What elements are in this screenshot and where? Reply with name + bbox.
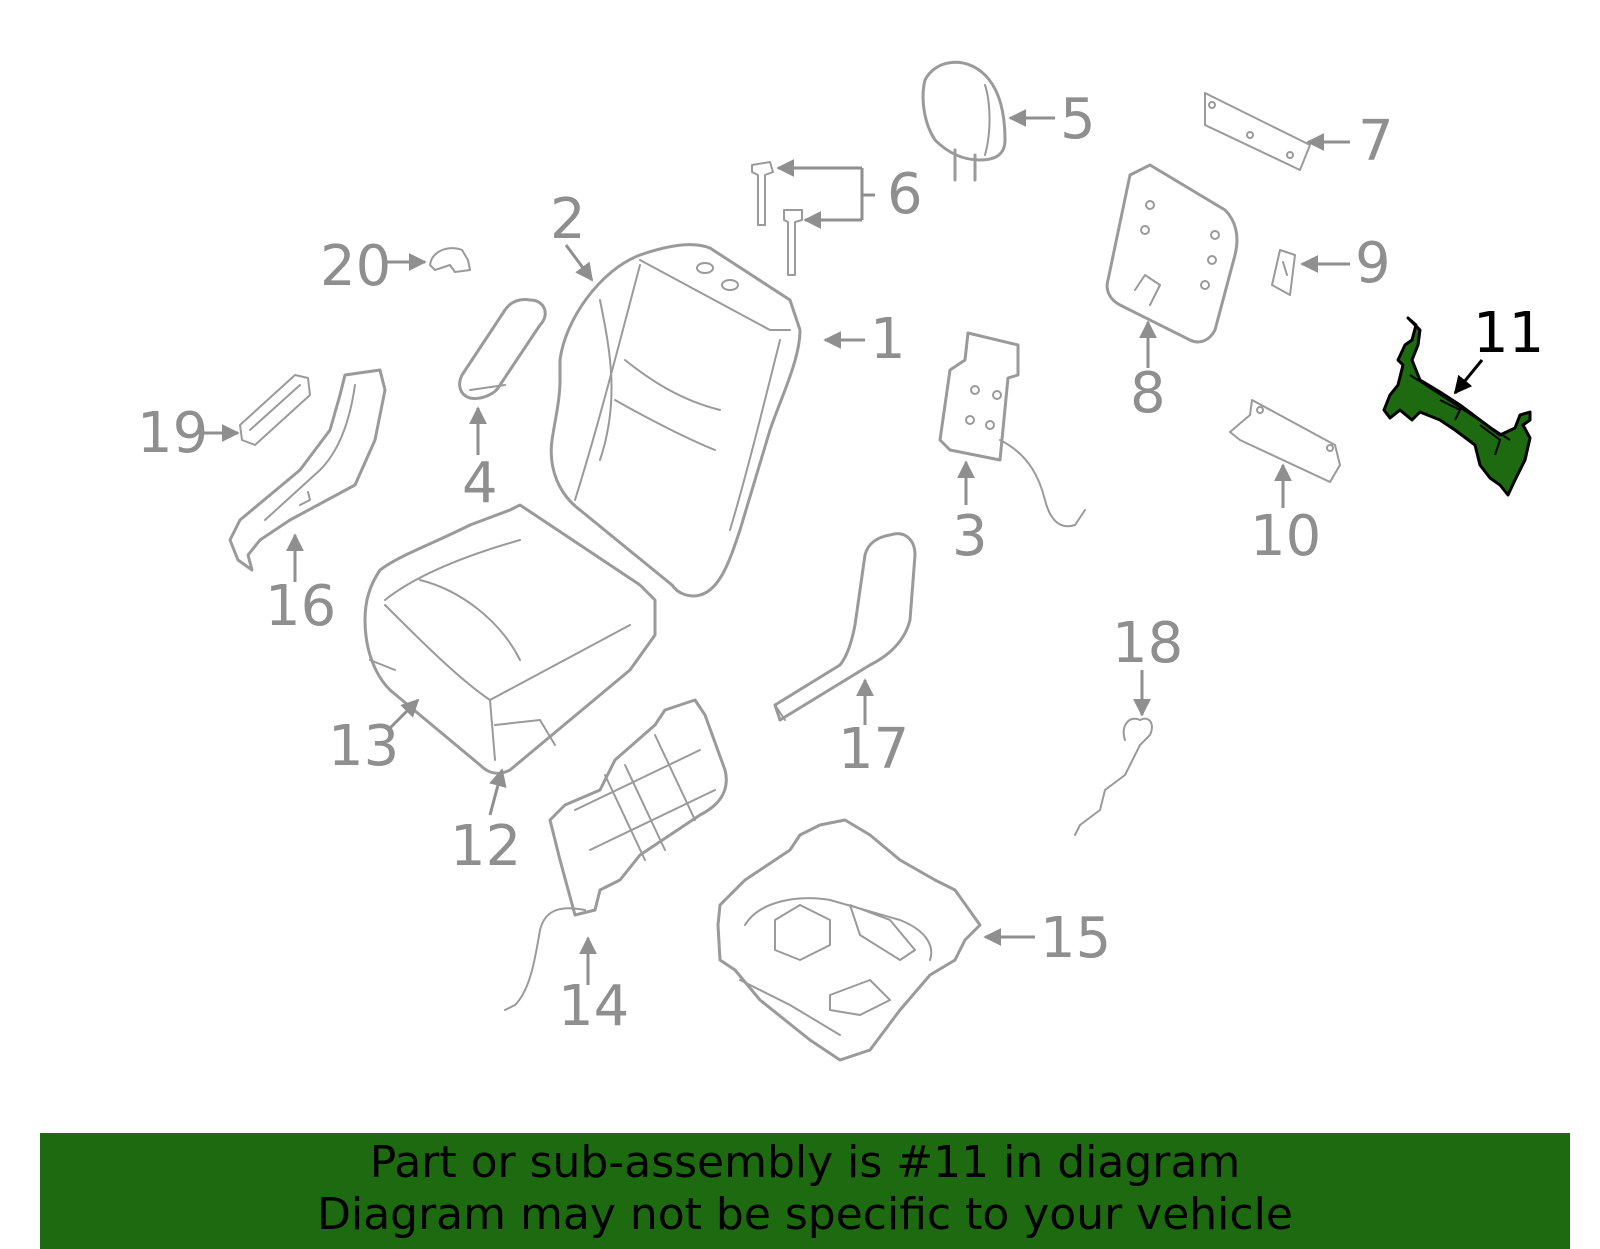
callout-9: 9 — [1355, 231, 1391, 296]
part-6-guides — [751, 161, 803, 276]
callout-19: 19 — [137, 401, 208, 466]
part-15-track-base — [716, 818, 982, 1062]
part-9-clip — [1271, 249, 1296, 296]
part-19-switch — [239, 374, 311, 446]
banner-line-1: Part or sub-assembly is #11 in diagram — [369, 1137, 1241, 1188]
callout-16: 16 — [265, 574, 336, 639]
callout-13: 13 — [328, 714, 399, 779]
part-3-module — [938, 331, 1086, 528]
callout-3: 3 — [952, 504, 988, 569]
part-11-highlighted-frame[interactable] — [1382, 316, 1532, 497]
callout-17: 17 — [838, 717, 909, 782]
callout-7: 7 — [1358, 109, 1394, 174]
callout-11: 11 — [1473, 301, 1544, 366]
callout-5: 5 — [1060, 87, 1096, 152]
part-17-side-trim — [773, 532, 917, 722]
part-14-mat — [504, 698, 728, 1011]
part-2-seatback — [549, 243, 802, 598]
part-20-clip — [429, 247, 471, 273]
callout-8: 8 — [1130, 361, 1166, 426]
part-4-knob — [458, 298, 547, 400]
callout-14: 14 — [558, 974, 629, 1039]
part-16-side-trim — [228, 368, 387, 572]
leader-arrows — [200, 109, 1484, 985]
callout-10: 10 — [1250, 504, 1321, 569]
callout-labels: 1 2 3 4 5 6 7 8 9 10 11 12 13 14 15 16 1… — [137, 87, 1544, 1039]
callout-18: 18 — [1112, 611, 1183, 676]
callout-4: 4 — [462, 451, 498, 516]
part-7-bracket — [1204, 92, 1311, 171]
part-13-seat-cushion — [363, 503, 657, 775]
seat-parts-diagram: 1 2 3 4 5 6 7 8 9 10 11 12 13 14 15 16 1… — [137, 60, 1544, 1062]
banner-line-2: Diagram may not be specific to your vehi… — [317, 1189, 1293, 1240]
part-8-panel — [1105, 163, 1239, 344]
info-banner: Part or sub-assembly is #11 in diagram D… — [40, 1133, 1570, 1249]
callout-6: 6 — [887, 162, 923, 227]
part-18-cable — [1074, 717, 1153, 836]
callout-2: 2 — [550, 187, 586, 252]
callout-20: 20 — [320, 234, 391, 299]
callout-12: 12 — [450, 814, 521, 879]
callout-15: 15 — [1040, 906, 1111, 971]
part-5-headrest — [921, 60, 1007, 182]
part-10-bracket — [1229, 399, 1341, 483]
callout-1: 1 — [870, 307, 906, 372]
